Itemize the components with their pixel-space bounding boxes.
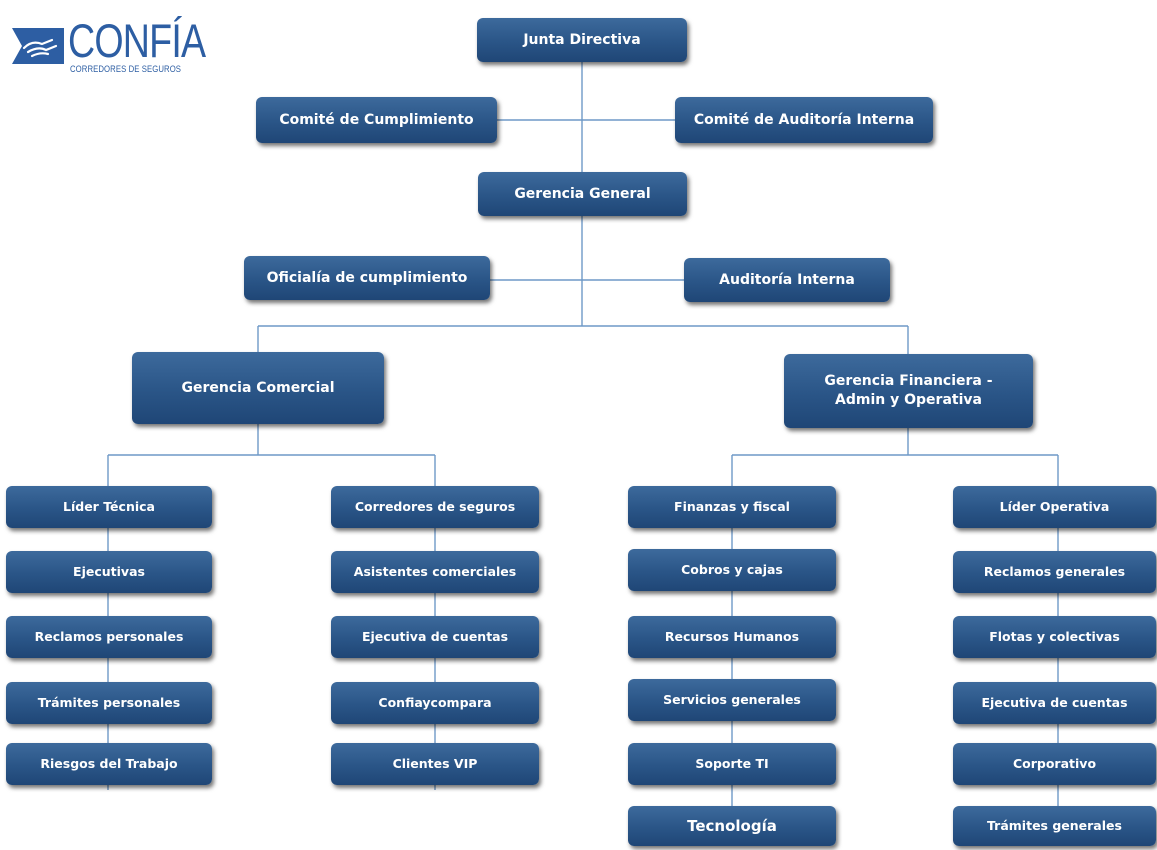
node-soporte-ti: Soporte TI	[628, 743, 836, 785]
node-gerencia-general: Gerencia General	[478, 172, 687, 216]
node-gerencia-comercial: Gerencia Comercial	[132, 352, 384, 424]
node-tramites-personales: Trámites personales	[6, 682, 212, 724]
node-servicios-generales: Servicios generales	[628, 679, 836, 721]
node-junta-directiva: Junta Directiva	[477, 18, 687, 62]
node-ejecutivas: Ejecutivas	[6, 551, 212, 593]
node-gerencia-financiera: Gerencia Financiera - Admin y Operativa	[784, 354, 1033, 428]
node-clientes-vip: Clientes VIP	[331, 743, 539, 785]
gerencia-financiera-line2: Admin y Operativa	[835, 392, 982, 408]
node-lider-operativa: Líder Operativa	[953, 486, 1156, 528]
node-tramites-generales: Trámites generales	[953, 806, 1156, 846]
node-confiaycompara: Confiaycompara	[331, 682, 539, 724]
confia-logo: CONFÍA CORREDORES DE SEGUROS	[6, 10, 206, 80]
node-riesgos-trabajo: Riesgos del Trabajo	[6, 743, 212, 785]
node-asistentes-comerciales: Asistentes comerciales	[331, 551, 539, 593]
node-cobros-cajas: Cobros y cajas	[628, 549, 836, 591]
node-tecnologia: Tecnología	[628, 806, 836, 846]
gerencia-financiera-line1: Gerencia Financiera -	[824, 373, 993, 390]
node-ejecutiva-cuentas-operativa: Ejecutiva de cuentas	[953, 682, 1156, 724]
node-recursos-humanos: Recursos Humanos	[628, 616, 836, 658]
node-flotas-colectivas: Flotas y colectivas	[953, 616, 1156, 658]
node-comite-cumplimiento: Comité de Cumplimiento	[256, 97, 497, 143]
logo-wordmark: CONFÍA	[68, 14, 206, 67]
node-reclamos-personales: Reclamos personales	[6, 616, 212, 658]
node-corporativo: Corporativo	[953, 743, 1156, 785]
node-oficialia-cumplimiento: Oficialía de cumplimiento	[244, 256, 490, 300]
handshake-logo-icon	[12, 28, 64, 64]
node-lider-tecnica: Líder Técnica	[6, 486, 212, 528]
node-reclamos-generales: Reclamos generales	[953, 551, 1156, 593]
node-finanzas-fiscal: Finanzas y fiscal	[628, 486, 836, 528]
node-corredores-seguros: Corredores de seguros	[331, 486, 539, 528]
node-comite-auditoria-interna: Comité de Auditoría Interna	[675, 97, 933, 143]
node-ejecutiva-cuentas-comercial: Ejecutiva de cuentas	[331, 616, 539, 658]
node-auditoria-interna: Auditoría Interna	[684, 258, 890, 302]
logo-tagline: CORREDORES DE SEGUROS	[70, 64, 182, 74]
